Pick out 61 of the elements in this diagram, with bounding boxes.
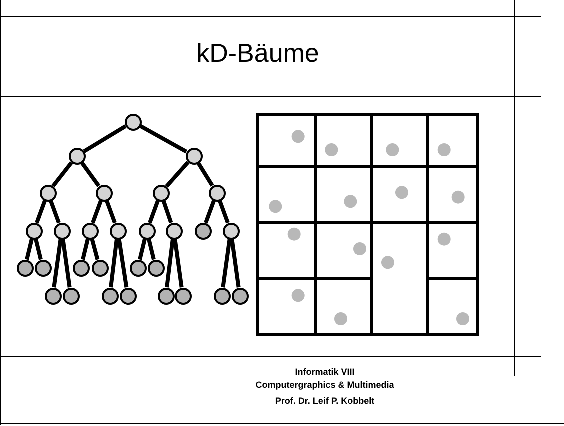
tree-node — [232, 288, 248, 304]
tree-edge — [230, 239, 241, 288]
tree-node — [186, 148, 202, 164]
tree-edge — [83, 124, 127, 154]
tree-node — [44, 288, 62, 304]
tree-node — [102, 288, 118, 304]
tree-edge — [49, 200, 61, 224]
tree-node — [148, 260, 164, 276]
tree-edge — [109, 239, 119, 288]
tree-node — [124, 114, 142, 130]
tree-node — [82, 222, 98, 240]
tree-edge — [148, 200, 160, 224]
tree-edge — [25, 238, 34, 260]
tree-edge — [196, 162, 214, 187]
tree-edge — [204, 200, 216, 224]
tree-node — [214, 288, 230, 304]
tree-node — [26, 222, 42, 240]
tree-edge — [35, 200, 47, 224]
footer-text: Computergraphics & Multimedia — [256, 380, 394, 390]
tree-edge — [138, 238, 147, 260]
tree-node — [40, 184, 56, 202]
tree-edge — [221, 239, 232, 288]
tree-node — [62, 288, 80, 304]
tree-node — [54, 222, 70, 240]
tree-node — [16, 260, 34, 276]
tree-edge — [81, 238, 90, 260]
footer-text: Informatik VIII — [295, 367, 355, 377]
tree-edge — [139, 124, 188, 154]
tree-node — [130, 260, 146, 276]
tree-edge — [90, 238, 100, 260]
tree-edge — [52, 239, 63, 288]
tree-node — [72, 260, 90, 276]
tree-edge — [91, 200, 103, 224]
tree-node — [166, 222, 182, 240]
tree-edge — [165, 239, 175, 288]
tree-edge — [162, 200, 174, 224]
tree-node — [194, 222, 212, 240]
tree-node — [96, 184, 112, 202]
slide-title: kD-Bäume — [196, 38, 320, 69]
footer-text: Prof. Dr. Leif P. Kobbelt — [275, 396, 375, 406]
tree-edge — [80, 162, 101, 188]
tree-edge — [34, 238, 43, 260]
tree-edge — [117, 239, 129, 288]
tree-edge — [105, 200, 117, 224]
tree-node — [174, 288, 192, 304]
tree-edge — [165, 161, 190, 188]
tree-edge — [173, 239, 184, 288]
tree-edge — [52, 161, 74, 188]
tree-edge — [61, 239, 72, 288]
tree-edge — [218, 200, 230, 224]
tree-node — [34, 260, 52, 276]
tree-node — [68, 148, 86, 164]
tree-node — [158, 288, 174, 304]
tree-node — [152, 184, 170, 202]
tree-node — [92, 260, 108, 276]
tree-node — [120, 288, 136, 304]
tree-node — [222, 222, 240, 240]
tree-node — [208, 184, 226, 202]
tree-node — [110, 222, 126, 240]
tree-node — [138, 222, 156, 240]
tree-edge — [147, 238, 156, 260]
